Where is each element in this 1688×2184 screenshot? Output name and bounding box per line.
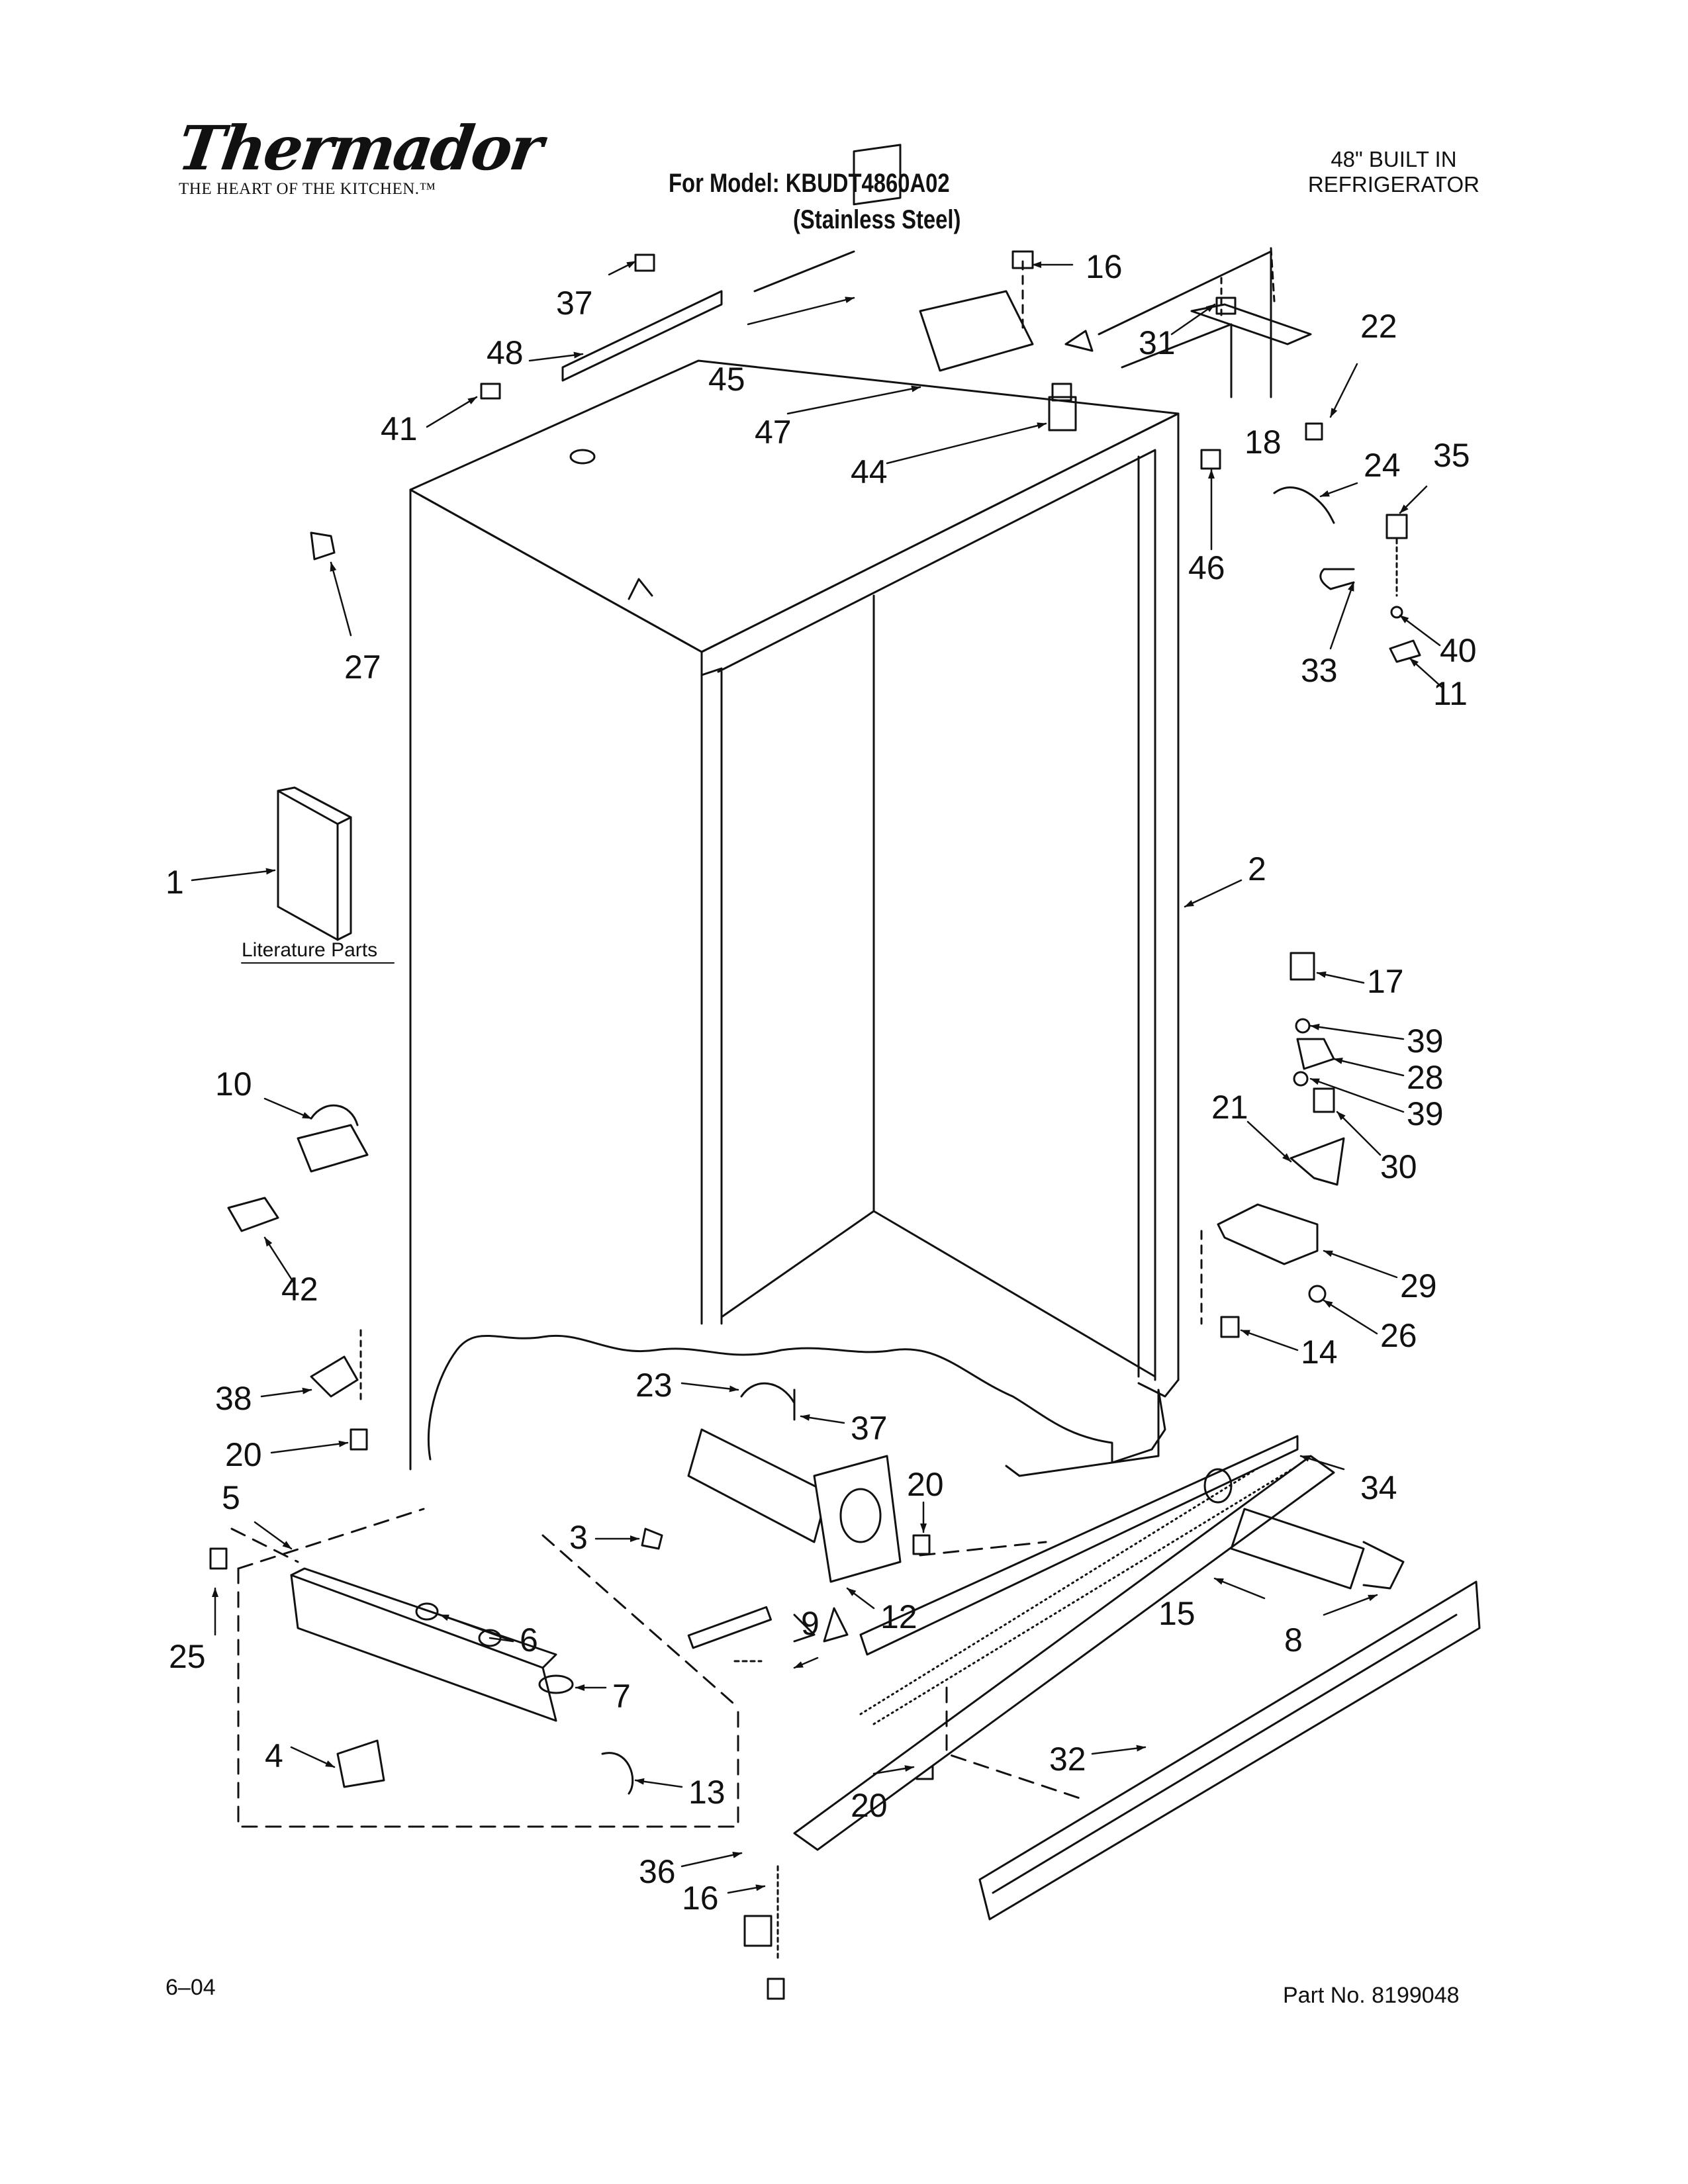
callout-36: 36 xyxy=(639,1853,676,1890)
revision-date: 6–04 xyxy=(165,1975,216,2000)
callout-40: 40 xyxy=(1440,632,1477,669)
callout-11: 11 xyxy=(1433,675,1468,712)
callout-20: 20 xyxy=(907,1466,944,1503)
callout-25: 25 xyxy=(169,1638,206,1675)
callout-2: 2 xyxy=(1248,850,1266,887)
callout-1: 1 xyxy=(165,864,184,901)
left-side-parts xyxy=(209,531,369,1570)
top-hardware xyxy=(480,144,1323,470)
bottom-mounting-area xyxy=(230,1508,773,1828)
literature-parts-label: Literature Parts xyxy=(242,939,377,961)
callout-38: 38 xyxy=(215,1380,252,1417)
callout-15: 15 xyxy=(1158,1595,1196,1632)
callout-23: 23 xyxy=(635,1367,673,1404)
callout-44: 44 xyxy=(851,453,888,490)
callout-35: 35 xyxy=(1433,437,1470,474)
brand-tagline: THE HEART OF THE KITCHEN.™ xyxy=(179,180,436,198)
product-line-2: REFRIGERATOR xyxy=(1307,172,1479,197)
callout-41: 41 xyxy=(381,410,418,447)
callout-17: 17 xyxy=(1367,963,1404,1000)
model-title: For Model: KBUDT4860A02 xyxy=(669,169,950,198)
callout-39: 39 xyxy=(1407,1095,1444,1132)
callout-37: 37 xyxy=(851,1410,888,1447)
callout-33: 33 xyxy=(1301,652,1338,689)
callout-4: 4 xyxy=(265,1737,283,1774)
callout-21: 21 xyxy=(1211,1089,1248,1126)
callout-24: 24 xyxy=(1364,447,1401,484)
lower-hinge-assembly xyxy=(1200,952,1345,1338)
callout-3: 3 xyxy=(569,1519,588,1556)
callout-29: 29 xyxy=(1400,1267,1437,1304)
drain-and-duct-components xyxy=(641,1382,1047,1780)
callout-46: 46 xyxy=(1188,549,1225,586)
callout-37: 37 xyxy=(556,285,593,322)
callout-5: 5 xyxy=(222,1479,240,1516)
callout-14: 14 xyxy=(1301,1334,1338,1371)
callout-47: 47 xyxy=(755,414,792,451)
part-number: Part No. 8199048 xyxy=(1283,1983,1460,2008)
callout-18: 18 xyxy=(1244,424,1282,461)
callout-20: 20 xyxy=(851,1787,888,1824)
leader-lines xyxy=(191,260,1444,1894)
product-description: 48" BUILT IN REFRIGERATOR xyxy=(1308,147,1479,197)
callout-8: 8 xyxy=(1284,1621,1303,1659)
callout-20: 20 xyxy=(225,1436,262,1473)
callout-28: 28 xyxy=(1407,1059,1444,1096)
model-finish: (Stainless Steel) xyxy=(793,205,961,234)
callout-39: 39 xyxy=(1407,1023,1444,1060)
callout-31: 31 xyxy=(1139,324,1176,361)
callout-9: 9 xyxy=(801,1605,820,1642)
callout-16: 16 xyxy=(682,1880,719,1917)
kickplate-assembly xyxy=(733,1435,1481,2000)
callout-32: 32 xyxy=(1049,1741,1086,1778)
callout-45: 45 xyxy=(708,361,745,398)
callout-30: 30 xyxy=(1380,1148,1417,1185)
callout-13: 13 xyxy=(688,1774,726,1811)
product-line-1: 48" BUILT IN xyxy=(1331,147,1457,171)
callout-10: 10 xyxy=(215,1066,252,1103)
callout-16: 16 xyxy=(1086,248,1123,285)
cabinet-shell xyxy=(409,359,1180,1471)
cutaway-edge xyxy=(427,1334,1166,1477)
brand-logo: Thermador THE HEART OF THE KITCHEN.™ xyxy=(173,113,545,199)
callout-34: 34 xyxy=(1360,1469,1397,1506)
callout-numbers: 37 48 41 45 47 44 16 31 22 18 46 24 35 2… xyxy=(165,248,1477,1917)
callout-42: 42 xyxy=(281,1271,318,1308)
callout-22: 22 xyxy=(1360,308,1397,345)
callout-6: 6 xyxy=(520,1621,538,1659)
top-hinge-assembly xyxy=(1273,486,1421,663)
callout-48: 48 xyxy=(487,334,524,371)
callout-7: 7 xyxy=(612,1678,631,1715)
callout-27: 27 xyxy=(344,649,381,686)
callout-26: 26 xyxy=(1380,1317,1417,1354)
callout-12: 12 xyxy=(880,1598,917,1635)
